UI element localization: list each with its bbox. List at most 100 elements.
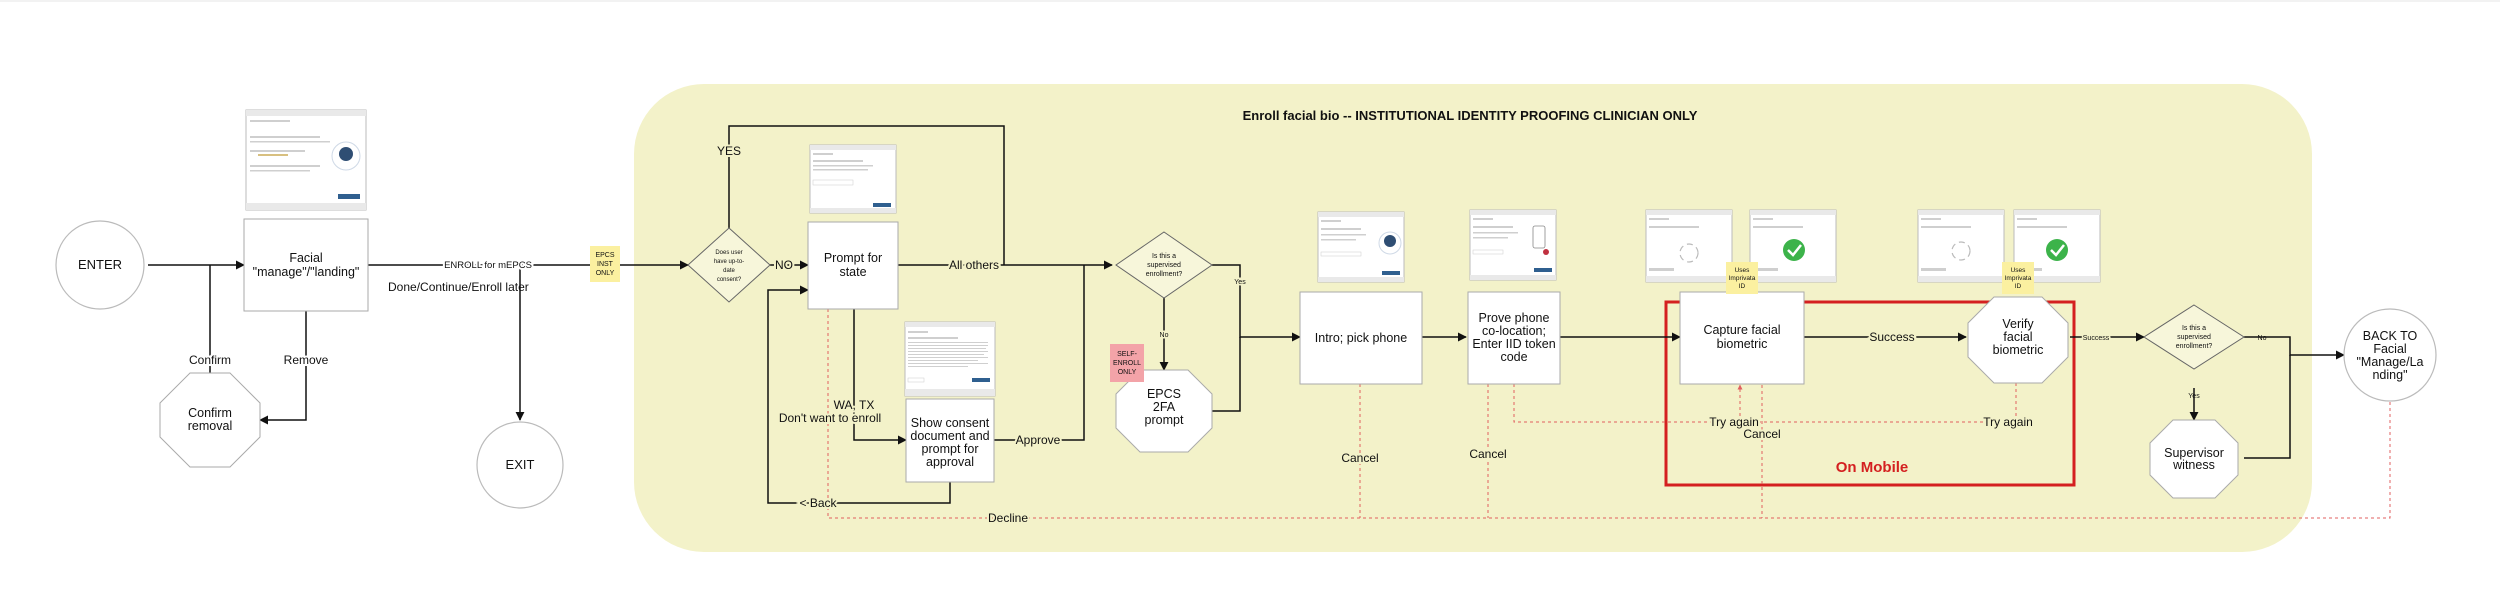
show-consent-node: Show consent document and prompt for app… xyxy=(905,398,995,483)
consent-screenshot xyxy=(904,321,996,397)
svg-text:state: state xyxy=(839,265,866,279)
svg-text:removal: removal xyxy=(188,419,232,433)
edge-label-success-small: Success xyxy=(2083,335,2110,342)
svg-text:2FA: 2FA xyxy=(1153,400,1176,414)
svg-text:Intro; pick phone: Intro; pick phone xyxy=(1315,331,1407,345)
diagram-title: Enroll facial bio -- INSTITUTIONAL IDENT… xyxy=(1243,108,1698,123)
epcs-2fa-node: EPCS 2FA prompt xyxy=(1115,369,1213,453)
svg-text:code: code xyxy=(1500,350,1527,364)
svg-text:consent?: consent? xyxy=(717,277,742,283)
svg-text:prompt for: prompt for xyxy=(922,442,979,456)
edge-label-remove: Remove xyxy=(284,353,329,367)
edge-label-all-others: All others xyxy=(949,258,999,272)
self-enroll-only-note: SELF- ENROLL ONLY xyxy=(1110,344,1144,382)
prove-phone-screenshot xyxy=(1469,209,1557,281)
edge-label-yes: YES xyxy=(717,144,741,158)
consent-decision: Does user have up-to- date consent? xyxy=(687,227,771,303)
facial-landing-node: Facial "manage"/"landing" xyxy=(243,218,369,312)
edge-label-no-small-2: No xyxy=(2258,335,2267,342)
svg-text:nding": nding" xyxy=(2372,368,2407,382)
svg-text:Does user: Does user xyxy=(715,250,742,256)
svg-text:enrollment?: enrollment? xyxy=(1146,271,1183,278)
svg-text:EXIT: EXIT xyxy=(506,457,535,472)
prompt-state-node: Prompt for state xyxy=(807,221,899,310)
intro-pick-phone-node: Intro; pick phone xyxy=(1299,291,1423,385)
svg-text:BACK TO: BACK TO xyxy=(2363,329,2418,343)
edge-label-back: < Back xyxy=(799,496,837,510)
edge-label-dont-want: Don't want to enroll xyxy=(779,411,881,425)
verify-facial-node: Verify facial biometric xyxy=(1967,296,2069,384)
edge-label-success: Success xyxy=(1869,330,1914,344)
edge-label-done: Done/Continue/Enroll later xyxy=(388,280,529,294)
svg-text:document and: document and xyxy=(910,429,989,443)
svg-text:INST: INST xyxy=(597,261,614,268)
svg-text:ENROLL: ENROLL xyxy=(1113,360,1141,367)
svg-text:ID: ID xyxy=(2015,283,2022,290)
svg-text:facial: facial xyxy=(2003,330,2032,344)
svg-text:Uses: Uses xyxy=(1735,267,1751,274)
on-mobile-box xyxy=(1664,300,2076,487)
prove-phone-node: Prove phone co-location; Enter IID token… xyxy=(1467,291,1561,385)
svg-text:Is this a: Is this a xyxy=(1152,253,1176,260)
edge-label-cancel-2: Cancel xyxy=(1469,447,1506,461)
edge-label-try-again-2: Try again xyxy=(1983,415,2033,429)
supervised-decision-2: Is this a supervised enrollment? xyxy=(2143,304,2245,370)
supervisor-witness-node: Supervisor witness xyxy=(2149,419,2239,499)
verify-screenshot-1 xyxy=(1917,209,2005,283)
svg-text:Verify: Verify xyxy=(2002,317,2034,331)
capture-screenshot-1 xyxy=(1645,209,1733,283)
svg-text:Is this a: Is this a xyxy=(2182,325,2206,332)
svg-text:supervised: supervised xyxy=(2177,334,2211,341)
capture-facial-node: Capture facial biometric xyxy=(1679,291,1805,385)
uses-imprivata-note-1: Uses Imprivata ID xyxy=(1726,262,1758,294)
svg-text:Enter IID token: Enter IID token xyxy=(1472,337,1555,351)
svg-text:SELF-: SELF- xyxy=(1117,351,1138,358)
svg-text:"Manage/La: "Manage/La xyxy=(2357,355,2424,369)
confirm-removal-node: Confirm removal xyxy=(159,372,261,468)
back-to-facial-node: BACK TO Facial "Manage/La nding" xyxy=(2343,308,2437,402)
edge-label-no-small-1: No xyxy=(1160,332,1169,339)
svg-text:Prompt for: Prompt for xyxy=(824,251,882,265)
svg-text:Facial: Facial xyxy=(289,251,322,265)
svg-text:prompt: prompt xyxy=(1145,413,1184,427)
edge-label-no: NO xyxy=(775,258,793,272)
svg-text:supervised: supervised xyxy=(1147,262,1181,269)
svg-text:date: date xyxy=(723,268,735,274)
verify-screenshot-2 xyxy=(2013,209,2101,283)
edge-label-enroll: ENROLL for mEPCS xyxy=(444,260,532,271)
edge-label-yes-small-2: Yes xyxy=(2188,393,2200,400)
svg-text:EPCS: EPCS xyxy=(595,252,614,259)
edge-label-wa-tx: WA, TX xyxy=(834,398,875,412)
edge-label-yes-small-1: Yes xyxy=(1234,279,1246,286)
on-mobile-label: On Mobile xyxy=(1836,459,1909,476)
svg-text:ID: ID xyxy=(1739,283,1746,290)
capture-screenshot-2 xyxy=(1749,209,1837,283)
svg-text:EPCS: EPCS xyxy=(1147,387,1181,401)
epcs-inst-only-note: EPCS INST ONLY xyxy=(590,246,620,282)
enter-node: ENTER xyxy=(55,220,145,310)
svg-text:Facial: Facial xyxy=(2373,342,2406,356)
supervised-decision-1: Is this a supervised enrollment? xyxy=(1115,231,1213,299)
svg-text:enrollment?: enrollment? xyxy=(2176,343,2213,350)
svg-text:ENTER: ENTER xyxy=(78,257,122,272)
svg-text:have up-to-: have up-to- xyxy=(714,259,744,265)
facial-landing-screenshot xyxy=(245,109,367,211)
edge-label-cancel-1: Cancel xyxy=(1341,451,1378,465)
svg-text:ONLY: ONLY xyxy=(1118,369,1137,376)
prompt-state-screenshot xyxy=(809,144,897,214)
svg-text:Imprivata: Imprivata xyxy=(2005,275,2032,282)
edge-label-cancel-3: Cancel xyxy=(1743,427,1780,441)
svg-text:biometric: biometric xyxy=(1993,343,2044,357)
svg-text:Confirm: Confirm xyxy=(188,406,232,420)
svg-text:Prove phone: Prove phone xyxy=(1479,311,1550,325)
edge-label-decline: Decline xyxy=(988,511,1028,525)
svg-text:Show consent: Show consent xyxy=(911,416,990,430)
uses-imprivata-note-2: Uses Imprivata ID xyxy=(2002,262,2034,294)
exit-node: EXIT xyxy=(476,421,564,509)
svg-text:biometric: biometric xyxy=(1717,337,1768,351)
svg-text:co-location;: co-location; xyxy=(1482,324,1546,338)
svg-text:Capture facial: Capture facial xyxy=(1703,323,1780,337)
edge-label-confirm: Confirm xyxy=(189,353,231,367)
edge-label-approve: Approve xyxy=(1016,433,1061,447)
